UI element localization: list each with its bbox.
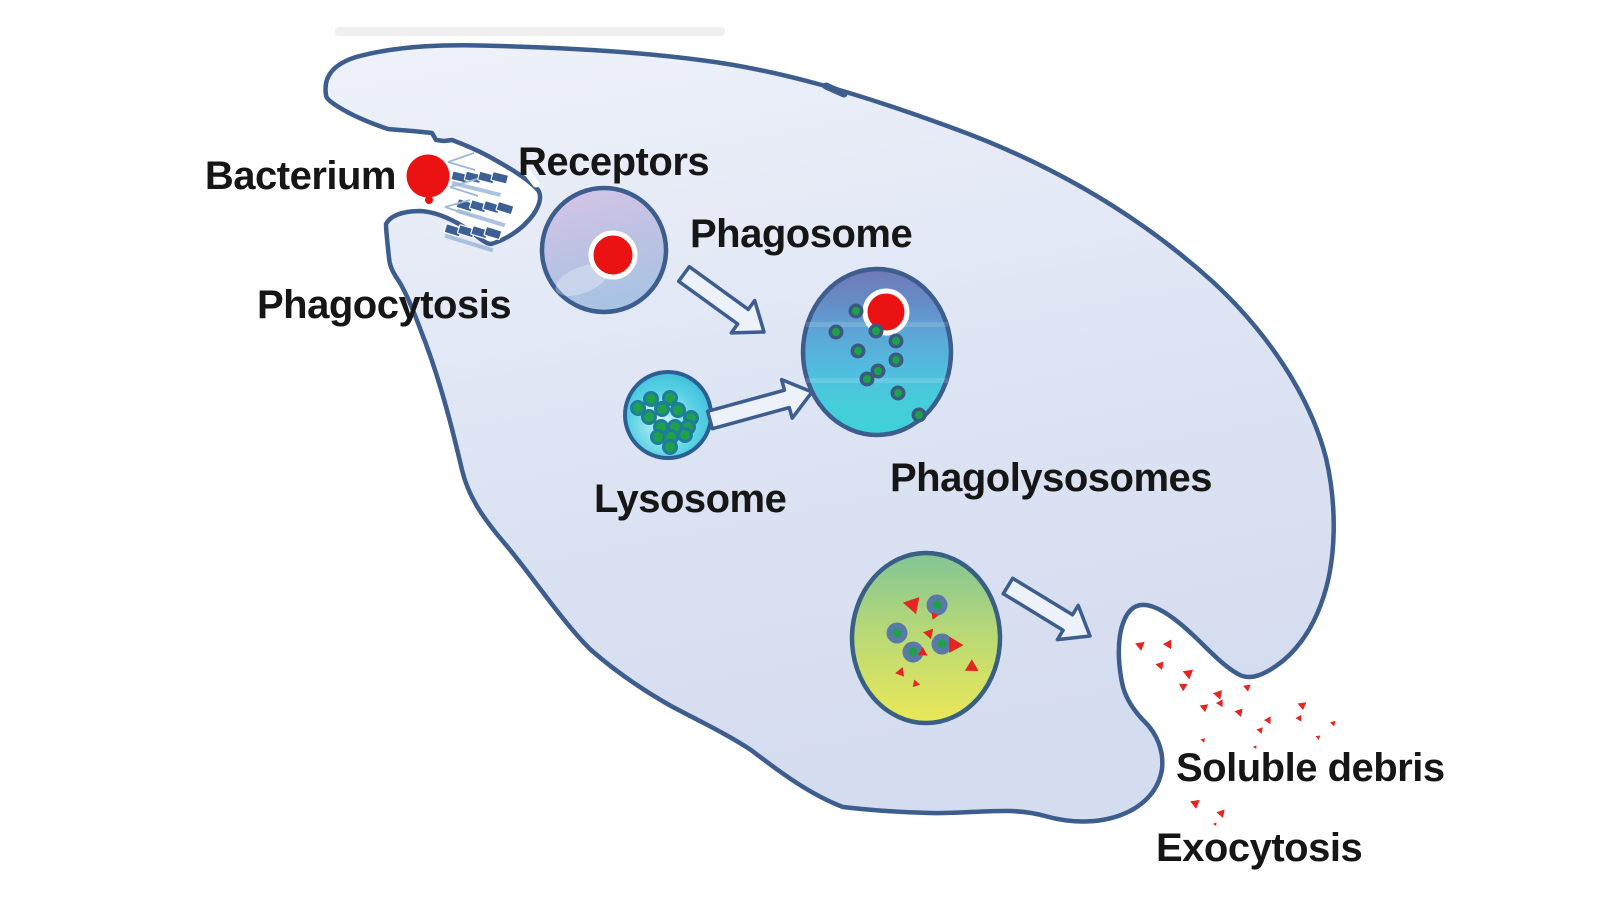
enzyme-granule-core [915, 411, 923, 419]
residual-body-dots [886, 594, 953, 663]
receptor-icon [450, 170, 509, 197]
digesting-bacterium [862, 288, 910, 336]
arrow-to-exocytosis [1001, 576, 1092, 642]
debris-particle [1162, 639, 1172, 650]
lysosome-granule [654, 401, 670, 417]
enzyme-granule-core [874, 367, 882, 375]
debris-particle [1216, 809, 1225, 819]
lysosome-granule [662, 439, 678, 455]
receptor-binding-lines [444, 152, 479, 217]
residual-dot-core [937, 639, 947, 649]
receptor-icon [443, 223, 503, 253]
debris-particle [949, 636, 964, 654]
engulfed-bacterium [588, 230, 638, 280]
debris-particle [1315, 735, 1321, 740]
residual-dot-core [932, 600, 942, 610]
debris-particle [1252, 745, 1257, 750]
debris-particle [1212, 690, 1223, 700]
residual-dot-core [892, 628, 902, 638]
debris-particle [1297, 702, 1307, 711]
enzyme-granule-core [892, 356, 900, 364]
debris-particle [1243, 684, 1251, 692]
label-receptors: Receptors [518, 140, 709, 184]
receptors-group [443, 170, 515, 253]
debris-particle [902, 597, 920, 615]
phagosome [539, 185, 669, 315]
debris-particle [931, 612, 939, 620]
enzyme-granule-core [872, 327, 880, 335]
expelled-debris [1135, 639, 1336, 827]
membrane-gap [519, 163, 540, 188]
debris-particle [1190, 799, 1200, 809]
lysosome-granule [650, 429, 666, 445]
enzyme-granule-core [832, 328, 840, 336]
debris-particle [1199, 704, 1209, 713]
enzyme-granule-core [863, 375, 871, 383]
enzyme-granule-core [894, 389, 902, 397]
residual-body [849, 550, 1003, 726]
label-phagolysosomes: Phagolysosomes [890, 456, 1212, 500]
debris-particle [1182, 669, 1194, 680]
cell-membrane [323, 42, 1336, 824]
debris-particle [923, 628, 934, 640]
label-exocytosis: Exocytosis [1156, 826, 1362, 870]
debris-particle [1215, 699, 1223, 708]
membrane-notch [822, 82, 848, 98]
enzyme-granule-core [852, 307, 860, 315]
lysosome-granule [643, 391, 659, 407]
debris-particle [1178, 683, 1188, 692]
debris-particle [1155, 661, 1164, 671]
debris-particle [1200, 738, 1206, 743]
debris-particle [1135, 641, 1145, 651]
arrow-phagosome-to-phagolysosome [676, 264, 766, 335]
debris-particle [1212, 822, 1217, 827]
lysosome [623, 370, 713, 460]
debris-particle [1263, 716, 1271, 725]
enzyme-granule-core [854, 347, 862, 355]
lysosome-granule [630, 400, 646, 416]
receptor-icon [455, 198, 515, 228]
phagolysosome-granules [828, 303, 927, 423]
debris-particle [1329, 720, 1336, 727]
residual-body-debris [895, 597, 979, 688]
top-smudge-artifact [335, 27, 725, 36]
lysosome-granule [677, 427, 693, 443]
phagolysosome [800, 266, 954, 438]
lysosome-granule [662, 390, 678, 406]
lysosome-granule [670, 402, 686, 418]
label-soluble-debris: Soluble debris [1176, 746, 1445, 790]
debris-particle [964, 659, 979, 672]
label-phagocytosis: Phagocytosis [257, 283, 511, 327]
debris-particle [917, 646, 928, 656]
debris-particle [1256, 727, 1263, 734]
residual-dot-core [908, 647, 918, 657]
lysosome-granule [641, 409, 657, 425]
label-bacterium: Bacterium [205, 154, 396, 198]
lysosome-granules [630, 390, 699, 455]
enzyme-granule-core [892, 337, 900, 345]
label-lysosome: Lysosome [594, 477, 786, 521]
arrow-lysosome-to-phagolysosome [705, 377, 814, 431]
debris-particle [1295, 714, 1302, 722]
bacterium-drip [425, 196, 433, 204]
debris-particle [912, 679, 921, 688]
label-phagosome: Phagosome [690, 212, 912, 256]
debris-particle [1234, 708, 1243, 718]
bacterium [406, 154, 450, 204]
debris-particle [895, 667, 905, 677]
